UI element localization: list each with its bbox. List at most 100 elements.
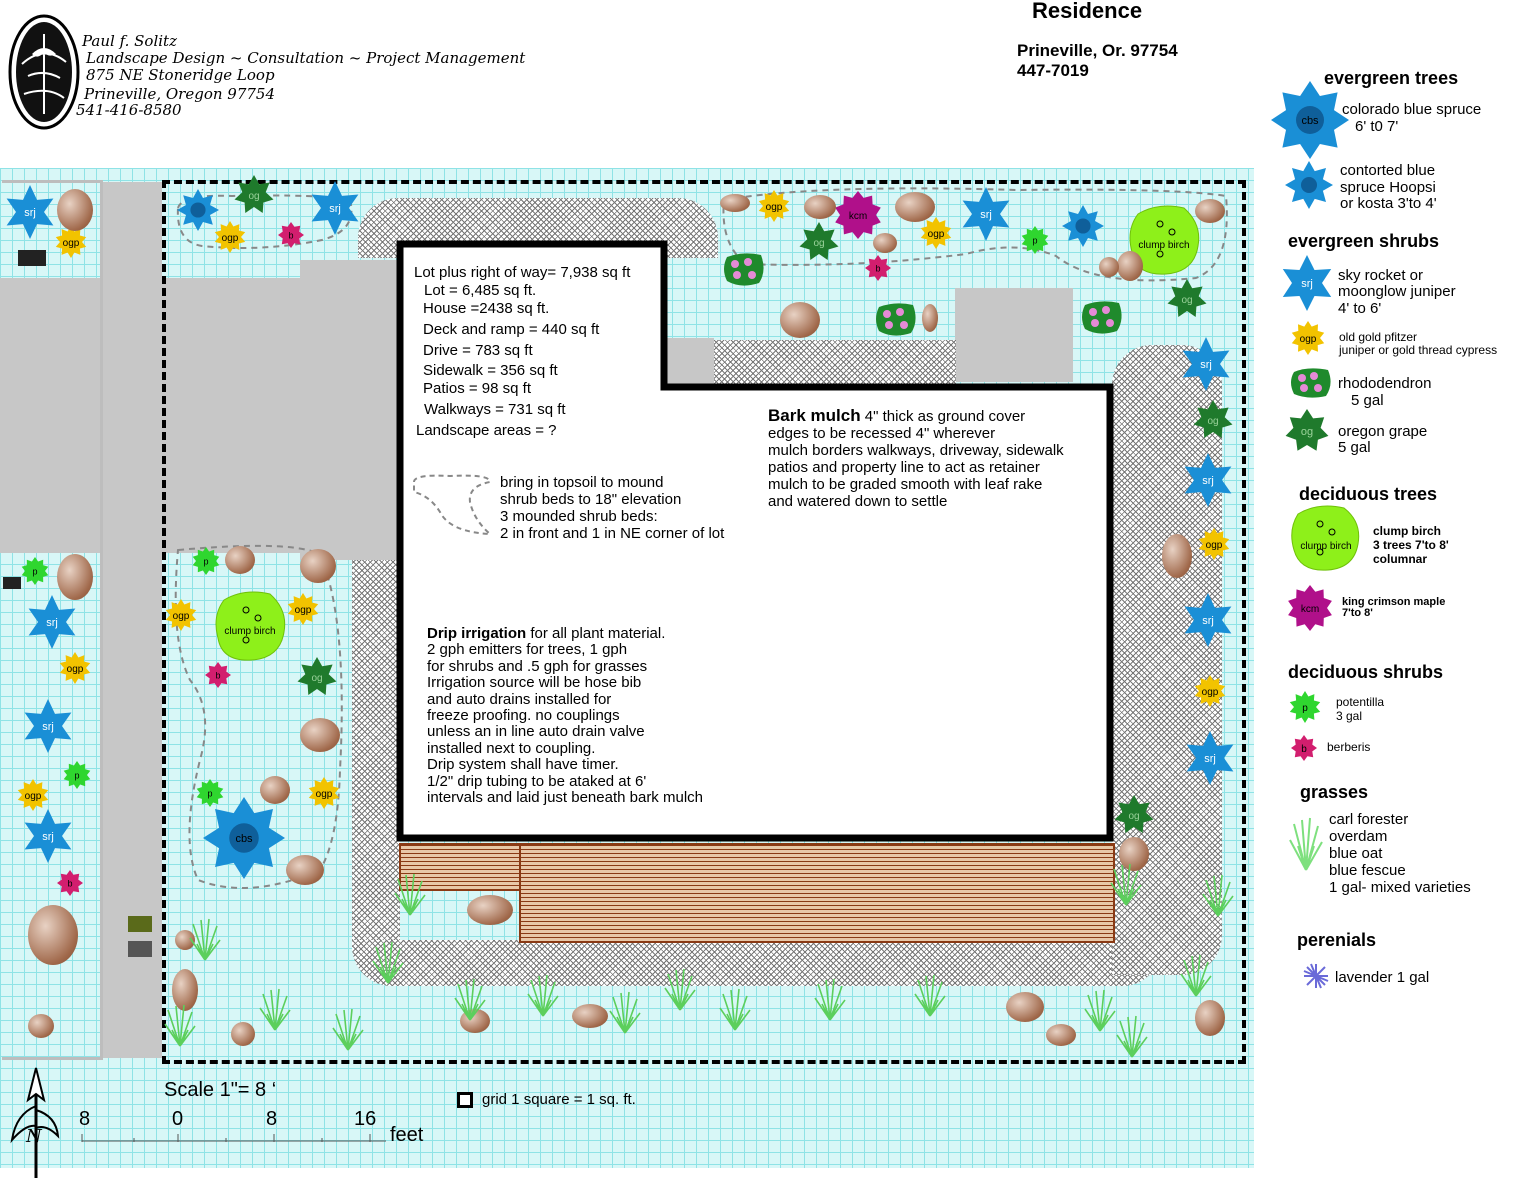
drip-irrigation-note: Drip irrigation for all plant material. … bbox=[427, 625, 747, 806]
berberis-code: b bbox=[67, 878, 72, 888]
legend-code: ogp bbox=[1300, 334, 1317, 345]
potentilla-symbol: p bbox=[1021, 226, 1049, 254]
rhododendron-symbol bbox=[1082, 301, 1122, 334]
drip-first: for all plant material. bbox=[526, 625, 666, 642]
potentilla-code: p bbox=[203, 556, 208, 566]
legend-cbh-line3: or kosta 3'to 4' bbox=[1340, 195, 1437, 212]
crimson-maple-code: kcm bbox=[849, 211, 867, 222]
oregon-grape-symbol: og bbox=[234, 175, 274, 213]
legend-ogp-line1: old gold pfitzer bbox=[1339, 330, 1418, 344]
grass-symbol bbox=[394, 873, 426, 916]
grid-square-icon bbox=[457, 1092, 473, 1108]
legend-perennials-title: perenials bbox=[1297, 930, 1377, 950]
boulder bbox=[1117, 251, 1143, 281]
scale-label: Scale 1"= 8 ‘ bbox=[164, 1079, 277, 1101]
right-of-way-line bbox=[2, 180, 103, 1060]
juniper-shape bbox=[311, 181, 359, 235]
boulder bbox=[286, 855, 324, 885]
area-line: Deck and ramp = 440 sq ft bbox=[423, 321, 600, 338]
berberis-symbol: b bbox=[278, 222, 304, 248]
juniper-code: srj bbox=[1200, 359, 1212, 371]
rhododendron-icon bbox=[1291, 368, 1331, 398]
gold-juniper-symbol: ogp bbox=[758, 190, 790, 222]
mulch-path-south bbox=[352, 940, 1162, 986]
legend-grasses-title: grasses bbox=[1300, 782, 1369, 802]
clump-birch-icon: clump birch bbox=[1291, 505, 1360, 571]
legend-code: clump birch bbox=[1300, 541, 1351, 552]
gold-juniper-symbol: ogp bbox=[214, 221, 246, 253]
scale-unit: feet bbox=[390, 1124, 424, 1146]
potentilla-symbol: p bbox=[192, 547, 220, 575]
grass-symbol bbox=[1180, 954, 1212, 997]
legend-code: p bbox=[1302, 703, 1308, 714]
boulder bbox=[922, 304, 938, 332]
legend-srj-line3: 4' to 6' bbox=[1338, 300, 1382, 317]
legend-code: kcm bbox=[1301, 604, 1319, 615]
boulder bbox=[225, 546, 255, 574]
potentilla-shape bbox=[1021, 226, 1049, 254]
legend-code: cbs bbox=[1301, 115, 1319, 127]
gold-juniper-symbol: ogp bbox=[55, 226, 87, 258]
oregon-grape-symbol: og bbox=[1193, 400, 1233, 438]
gold-juniper-shape bbox=[214, 221, 246, 253]
juniper-icon: srj bbox=[1282, 255, 1332, 311]
grid-note: grid 1 square = 1 sq. ft. bbox=[482, 1091, 636, 1108]
potentilla-symbol: p bbox=[63, 761, 91, 789]
residence-phone: 447-7019 bbox=[1017, 61, 1089, 80]
boulder bbox=[1099, 257, 1119, 277]
gold-juniper-code: ogp bbox=[1206, 540, 1223, 551]
grass-symbol bbox=[1110, 863, 1142, 906]
utility-box bbox=[128, 941, 152, 957]
berberis-code: b bbox=[215, 670, 220, 680]
legend-og-line2: 5 gal bbox=[1338, 439, 1371, 456]
grass-item: blue fescue bbox=[1329, 862, 1406, 879]
juniper-code: srj bbox=[980, 209, 992, 221]
potentilla-shape bbox=[21, 557, 49, 585]
boulder bbox=[1046, 1024, 1076, 1046]
juniper-shape bbox=[962, 187, 1010, 241]
potentilla-code: p bbox=[207, 788, 212, 798]
legend-birch-line3: columnar bbox=[1373, 552, 1428, 566]
drip-title: Drip irrigation bbox=[427, 625, 527, 642]
mounded-bed-ne bbox=[722, 187, 1228, 282]
grass-symbol bbox=[454, 978, 486, 1021]
potentilla-shape bbox=[196, 779, 224, 807]
boulder bbox=[572, 1004, 608, 1028]
gold-juniper-shape bbox=[59, 652, 91, 684]
legend-lavender: lavender 1 gal bbox=[1335, 969, 1430, 986]
gold-juniper-code: ogp bbox=[222, 233, 239, 244]
grass-symbol bbox=[1202, 874, 1234, 917]
boulder bbox=[175, 930, 195, 950]
legend-deciduous-trees-title: deciduous trees bbox=[1299, 484, 1438, 504]
gold-juniper-shape bbox=[55, 226, 87, 258]
scale-tick-label: 0 bbox=[172, 1108, 184, 1130]
legend-pot-line1: potentilla bbox=[1336, 695, 1385, 709]
bark-mulch-first: 4" thick as ground cover bbox=[860, 408, 1026, 425]
oregon-grape-code: og bbox=[813, 238, 824, 249]
juniper-code: srj bbox=[24, 207, 36, 219]
oregon-grape-shape bbox=[1114, 795, 1154, 833]
sidewalk bbox=[102, 182, 162, 1058]
juniper-code: srj bbox=[1204, 753, 1216, 765]
grass-symbol bbox=[914, 974, 946, 1017]
boulder bbox=[804, 195, 836, 219]
berberis-shape bbox=[865, 255, 891, 281]
oregon-grape-shape bbox=[234, 175, 274, 213]
potentilla-shape bbox=[63, 761, 91, 789]
grass-item: carl forester bbox=[1329, 811, 1409, 828]
boulder bbox=[1195, 1000, 1225, 1036]
gold-juniper-shape bbox=[920, 217, 952, 249]
juniper-symbol: srj bbox=[6, 185, 54, 239]
boulder bbox=[57, 189, 93, 231]
oregon-grape-code: og bbox=[1128, 811, 1139, 822]
boulder bbox=[1195, 199, 1225, 223]
juniper-shape bbox=[1184, 593, 1232, 647]
gold-juniper-code: ogp bbox=[316, 789, 333, 800]
gold-juniper-symbol: ogp bbox=[287, 593, 319, 625]
designer-services: Landscape Design ~ Consultation ~ Projec… bbox=[86, 49, 526, 67]
juniper-symbol: srj bbox=[28, 595, 76, 649]
boulder bbox=[873, 233, 897, 253]
grass-symbol bbox=[814, 978, 846, 1021]
bark-mulch-note: Bark mulch 4" thick as ground cover edge… bbox=[768, 407, 1108, 510]
area-line: House =2438 sq ft. bbox=[423, 300, 550, 317]
